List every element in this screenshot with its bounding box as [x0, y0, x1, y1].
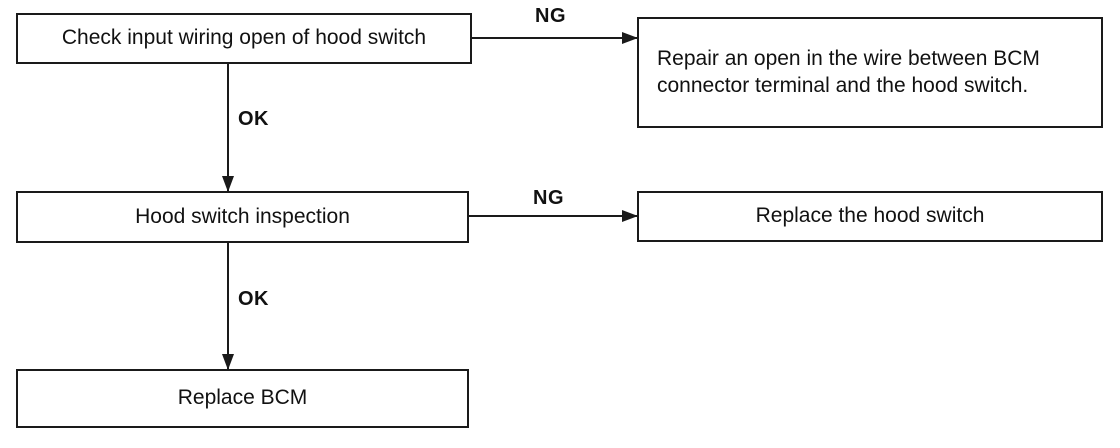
edge-label-ng-2: NG: [533, 187, 564, 209]
node-replace-hood-switch: Replace the hood switch: [637, 191, 1103, 242]
node-replace-bcm-text: Replace BCM: [177, 386, 308, 410]
node-check-input-wiring: Check input wiring open of hood switch: [16, 13, 472, 64]
edge-label-ok-1: OK: [238, 108, 269, 130]
node-repair-open-wire-text: Repair an open in the wire between BCM c…: [657, 47, 1040, 97]
node-check-input-wiring-text: Check input wiring open of hood switch: [61, 26, 427, 50]
node-repair-open-wire: Repair an open in the wire between BCM c…: [637, 17, 1103, 128]
edge-label-ok-2: OK: [238, 288, 269, 310]
node-hood-switch-inspection-text: Hood switch inspection: [135, 204, 350, 228]
node-hood-switch-inspection: Hood switch inspection: [16, 191, 469, 243]
edge-label-ng-1: NG: [535, 5, 566, 27]
node-replace-hood-switch-text: Replace the hood switch: [755, 204, 985, 228]
node-replace-bcm: Replace BCM: [16, 369, 469, 428]
